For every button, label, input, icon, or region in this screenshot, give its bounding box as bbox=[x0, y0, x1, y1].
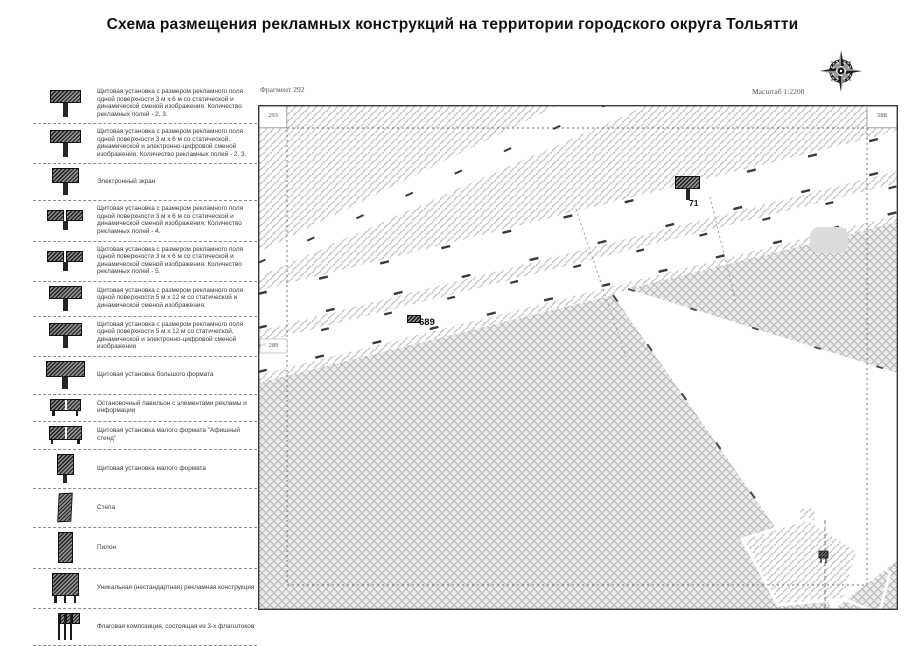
map-panel: 293 588 289 71 689 bbox=[258, 105, 898, 610]
survey-lines bbox=[575, 196, 737, 358]
legend-item-label: Щитовая установка большого формата bbox=[97, 371, 214, 379]
legend-item: Щитовая установка с размером рекламного … bbox=[33, 242, 257, 282]
legend-item: Щитовая установка большого формата bbox=[33, 357, 257, 395]
legend-item: Щитовая установка с размером рекламного … bbox=[33, 84, 257, 125]
legend-item-label: Уникальная (нестандартная) рекламная кон… bbox=[97, 584, 255, 592]
branch-road bbox=[612, 288, 898, 610]
legend-item: Электронный экран bbox=[33, 164, 257, 202]
scale-label: Масштаб 1:2200 bbox=[752, 87, 805, 96]
terrain-hatch bbox=[258, 105, 898, 291]
corner-label-top-right: 588 bbox=[877, 112, 887, 119]
legend-item: Стела bbox=[33, 489, 257, 528]
legend-item-label: Щитовая установка малого формата "Афишны… bbox=[97, 427, 240, 442]
secondary-road bbox=[258, 105, 648, 277]
compass-rose-icon bbox=[820, 50, 862, 92]
legend-item-label: Электронный экран bbox=[97, 178, 156, 186]
boundary-polygon bbox=[739, 517, 892, 610]
legend-item-label: Остановочный павильон с элементами рекла… bbox=[97, 399, 247, 415]
billboard-small-marker-icon bbox=[407, 315, 421, 323]
billboard-marker-icon bbox=[675, 176, 700, 200]
flag-composition-icon bbox=[33, 612, 97, 640]
legend-item-label: Щитовая установка с размером рекламного … bbox=[97, 205, 244, 236]
city-blocks bbox=[258, 222, 898, 610]
billboard-3x6-4fields-icon bbox=[33, 210, 97, 231]
legend-item-label: Флаговая композиция, состоящая из 3-х фл… bbox=[97, 622, 255, 630]
page-title: Схема размещения рекламных конструкций н… bbox=[106, 16, 799, 33]
inner-frame bbox=[286, 127, 868, 586]
legend-item-label: Щитовая установка с размером рекламного … bbox=[97, 128, 247, 158]
legend-item: Уникальная (нестандартная) рекламная кон… bbox=[33, 569, 257, 609]
legend-item: Флаговая композиция, состоящая из 3-х фл… bbox=[33, 609, 257, 646]
legend-item: Щитовая установка малого формата "Афишны… bbox=[33, 422, 257, 450]
outer-frame bbox=[258, 105, 898, 610]
legend-item-label: Щитовая установка с размером рекламного … bbox=[97, 88, 244, 118]
legend-item: Щитовая установка с размером рекламного … bbox=[33, 201, 257, 242]
poster-stand-icon bbox=[33, 425, 97, 444]
legend-item-label: Щитовая установка с размером рекламного … bbox=[97, 320, 244, 351]
stela-icon bbox=[33, 492, 97, 523]
legend: Щитовая установка с размером рекламного … bbox=[33, 84, 257, 646]
billboard-5x12-icon bbox=[33, 285, 97, 311]
bus-shelter-icon bbox=[33, 398, 97, 416]
corner-cells bbox=[258, 105, 898, 354]
map-artwork bbox=[258, 105, 898, 610]
marker-label: 71 bbox=[689, 198, 699, 208]
legend-item: Щитовая установка с размером рекламного … bbox=[33, 124, 257, 165]
legend-item: Остановочный павильон с элементами рекла… bbox=[33, 395, 257, 422]
legend-item-label: Щитовая установка с размером рекламного … bbox=[97, 286, 244, 310]
legend-item: Щитовая установка с размером рекламного … bbox=[33, 317, 257, 357]
unique-construction-icon bbox=[33, 572, 97, 603]
corner-label-left-edge: 289 bbox=[268, 342, 279, 349]
legend-item-label: Пилон bbox=[97, 543, 117, 551]
legend-item-label: Стела bbox=[97, 503, 116, 511]
small-structure-marker bbox=[818, 520, 829, 610]
main-road bbox=[258, 131, 898, 383]
large-format-billboard-icon bbox=[33, 360, 97, 389]
billboard-3x6-digital-icon bbox=[33, 129, 97, 157]
legend-item: Пилон bbox=[33, 528, 257, 569]
corner-label-top-left: 293 bbox=[268, 112, 278, 119]
small-format-billboard-icon bbox=[33, 453, 97, 483]
fragment-label: Фрагмент 292 bbox=[260, 85, 305, 94]
pylon-icon bbox=[33, 531, 97, 563]
legend-item: Щитовая установка с размером рекламного … bbox=[33, 282, 257, 317]
electronic-screen-icon bbox=[33, 168, 97, 196]
marker-label: 689 bbox=[419, 317, 435, 328]
legend-item: Щитовая установка малого формата bbox=[33, 450, 257, 489]
legend-item-label: Щитовая установка с размером рекламного … bbox=[97, 245, 244, 276]
billboard-3x6-icon bbox=[33, 89, 97, 117]
billboard-5x12-digital-icon bbox=[33, 323, 97, 349]
legend-item-label: Щитовая установка малого формата bbox=[97, 464, 206, 472]
billboard-3x6-5fields-icon bbox=[33, 250, 97, 271]
